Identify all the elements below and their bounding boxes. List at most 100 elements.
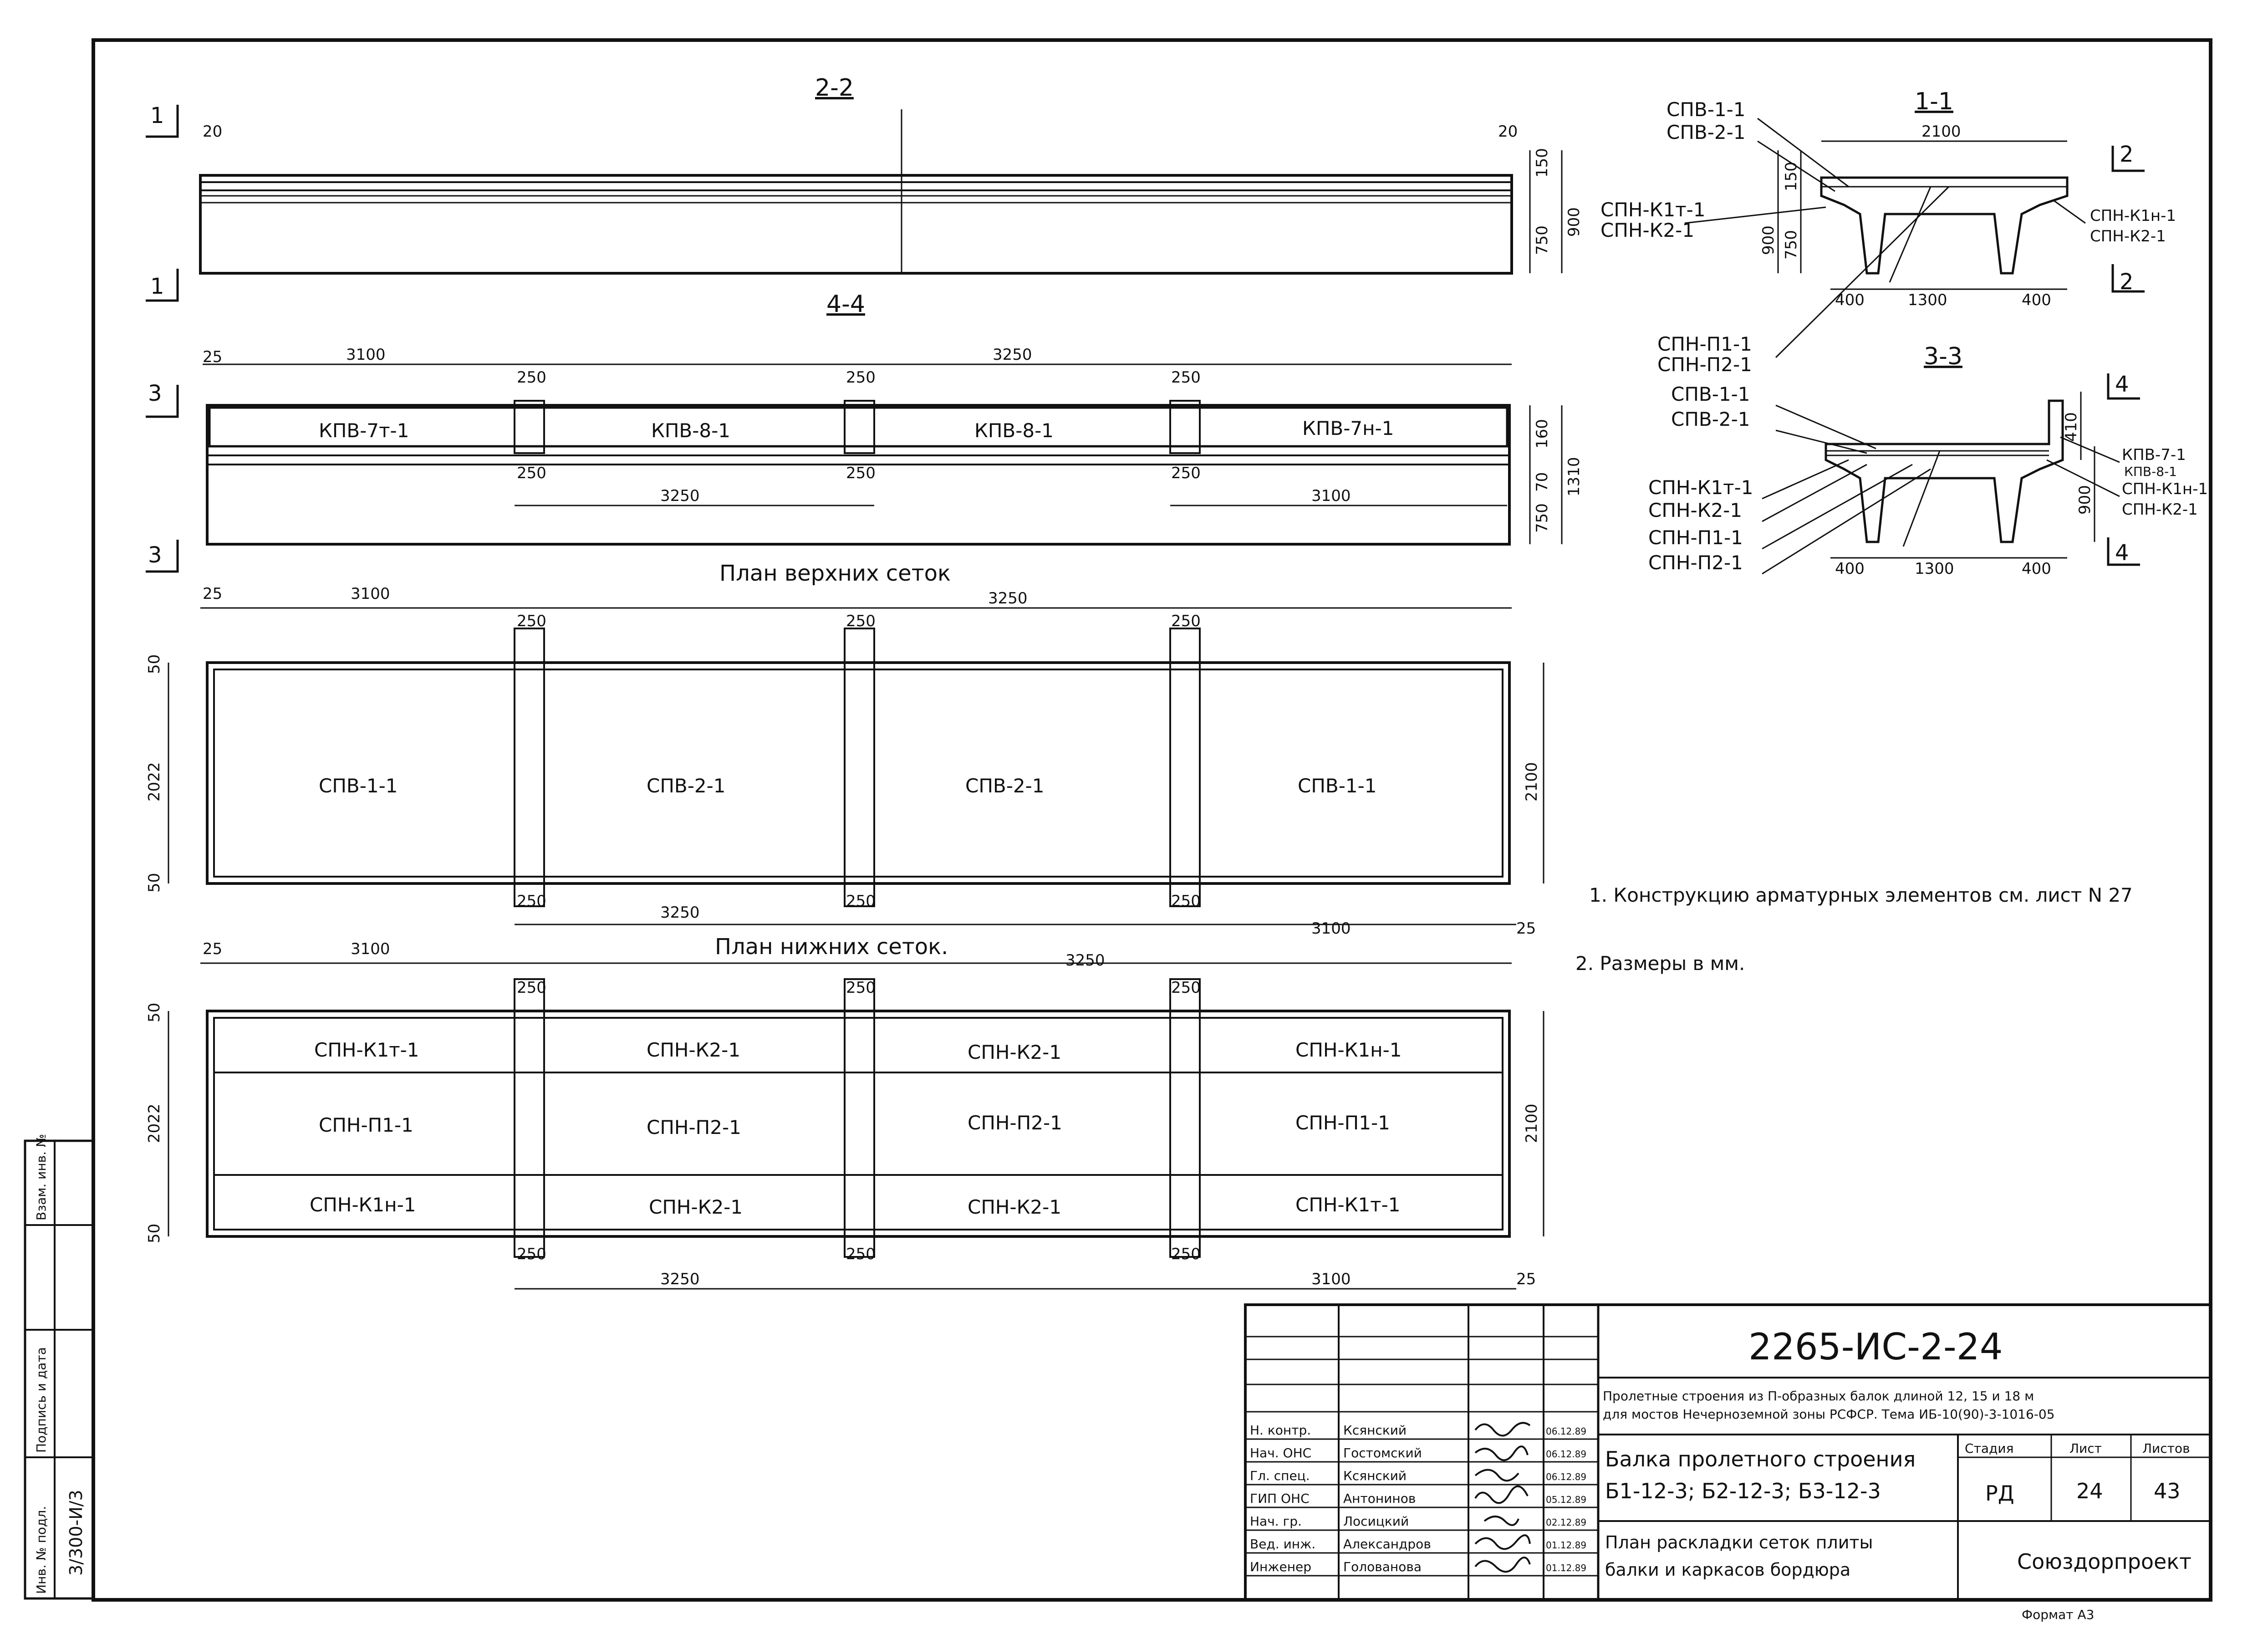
lo-dim-2100: 2100: [1523, 1103, 1541, 1143]
dim-250-top-c: 250: [1171, 368, 1201, 387]
up-dim-25: 25: [203, 585, 222, 603]
up-250-b: 250: [846, 612, 876, 630]
lo-250-b: 250: [846, 979, 876, 997]
section-1-1-title: 1-1: [1915, 88, 1953, 115]
format-label: Формат А3: [2022, 1607, 2094, 1622]
mesh-r1c4: СПН-К1н-1: [1295, 1039, 1402, 1061]
mesh-r1c2: СПН-К2-1: [647, 1039, 740, 1061]
dim-3250-top: 3250: [993, 346, 1032, 364]
section-3-3: 3-3 410 900 400 1300 400 СПН-П1-1 СПН-П2…: [1648, 186, 2208, 578]
name-5: Александров: [1343, 1537, 1431, 1552]
s33-label-spnk1n: СПН-К1н-1: [2122, 480, 2208, 498]
notes: 1. Конструкцию арматурных элементов см. …: [1575, 884, 2133, 975]
up-250-c: 250: [1171, 612, 1201, 630]
stage-value: РД: [1985, 1481, 2014, 1506]
name-0: Ксянский: [1343, 1423, 1407, 1438]
up-dim-2100: 2100: [1523, 762, 1541, 802]
lo-dim-50-bottom: 50: [145, 1224, 163, 1243]
signatures: [1474, 1422, 1531, 1573]
s33-label-spnp2-top: СПН-П2-1: [1657, 353, 1752, 376]
lo-dim-3100: 3100: [351, 940, 390, 958]
s33-dim-400-left: 400: [1835, 560, 1865, 578]
s11-label-spnk1n: СПН-К1н-1: [2090, 207, 2176, 225]
s33-mark-4-bottom: 4: [2115, 540, 2129, 566]
date-0: 06.12.89: [1546, 1426, 1586, 1437]
title-block: Н. контр. Ксянский 06.12.89 Нач. ОНС Гос…: [1244, 1303, 2212, 1601]
name-3: Антонинов: [1343, 1491, 1416, 1506]
lo-250-c: 250: [1171, 979, 1201, 997]
section-2-2-title: 2-2: [815, 74, 854, 102]
dim-20-right: 20: [1498, 123, 1518, 141]
dim-250-bot-a: 250: [517, 464, 546, 482]
dim-250-bot-b: 250: [846, 464, 876, 482]
side-inv-label: Инв. № подл.: [34, 1506, 49, 1594]
s33-mark-4-top: 4: [2115, 372, 2129, 397]
up-dim-50-bottom: 50: [145, 873, 163, 893]
lo-250-d: 250: [517, 1245, 546, 1263]
note-1: 1. Конструкцию арматурных элементов см. …: [1589, 884, 2133, 906]
date-5: 01.12.89: [1546, 1540, 1586, 1551]
lo-dim-3250-top: 3250: [1065, 951, 1105, 970]
side-inv-value: 3/300-И/3: [66, 1490, 86, 1576]
sheets-label: Листов: [2142, 1441, 2190, 1456]
mesh-r3c2: СПН-К2-1: [649, 1196, 743, 1218]
mesh-r3c3: СПН-К2-1: [968, 1196, 1061, 1218]
up-250-e: 250: [846, 892, 876, 910]
lo-250-f: 250: [1171, 1245, 1201, 1263]
org-name: Союздорпроект: [2017, 1549, 2192, 1574]
up-dim-25-bottom: 25: [1516, 919, 1536, 938]
date-1: 06.12.89: [1546, 1449, 1586, 1460]
lower-mesh-plan: План нижних сеток. 25 3100 3250 250 250 …: [145, 934, 1544, 1290]
cut-mark-3-bottom: 3: [148, 542, 162, 568]
project-line-1: Пролетные строения из П-образных балок д…: [1603, 1389, 2034, 1404]
s33-dim-1300: 1300: [1915, 560, 1954, 578]
s11-label-spnk1: СПН-К1т-1: [1600, 199, 1706, 221]
up-dim-50-top: 50: [145, 654, 163, 674]
dim-3250-bottom: 3250: [660, 487, 700, 505]
s11-label-spv2: СПВ-2-1: [1667, 121, 1745, 143]
mesh-r2c1: СПН-П1-1: [319, 1114, 413, 1136]
project-line-2: для мостов Нечерноземной зоны РСФСР. Тем…: [1603, 1407, 2055, 1422]
sheet-label: Лист: [2069, 1441, 2102, 1456]
date-6: 01.12.89: [1546, 1562, 1586, 1573]
cage-kpv7t: КПВ-7т-1: [319, 419, 409, 442]
lo-dim-25: 25: [203, 940, 222, 958]
stage-label: Стадия: [1965, 1441, 2013, 1456]
up-dim-3250-bottom: 3250: [660, 904, 700, 922]
side-sign-label: Подпись и дата: [34, 1347, 49, 1453]
dim-750-44: 750: [1533, 503, 1551, 533]
mesh-spv1-b: СПВ-1-1: [1298, 775, 1376, 797]
s33-dim-900: 900: [2076, 485, 2094, 515]
up-250-d: 250: [517, 892, 546, 910]
mesh-r2c4: СПН-П1-1: [1295, 1112, 1390, 1134]
name-6: Голованова: [1343, 1559, 1422, 1574]
up-dim-3250-top: 3250: [988, 589, 1028, 608]
up-dim-3100-bottom: 3100: [1311, 919, 1351, 938]
dim-3100-bottom: 3100: [1311, 487, 1351, 505]
s33-label-spv1: СПВ-1-1: [1671, 383, 1750, 405]
side-vzam-label: Взам. инв. №: [34, 1134, 49, 1220]
mesh-spv2-b: СПВ-2-1: [965, 775, 1044, 797]
s11-label-spnk2: СПН-К2-1: [1600, 219, 1694, 241]
s11-label-spv1: СПВ-1-1: [1667, 98, 1745, 121]
dim-70: 70: [1533, 472, 1551, 492]
s11-mark-2-top: 2: [2120, 142, 2134, 167]
name-4: Лосицкий: [1343, 1514, 1409, 1529]
date-2: 06.12.89: [1546, 1471, 1586, 1482]
drawing-title-2: Б1-12-3; Б2-12-3; Б3-12-3: [1605, 1479, 1881, 1503]
section-4-4-title: 4-4: [826, 291, 865, 318]
role-3: ГИП ОНС: [1250, 1491, 1310, 1506]
name-2: Ксянский: [1343, 1468, 1407, 1483]
up-dim-2022: 2022: [145, 762, 163, 802]
s11-dim-900: 900: [1759, 225, 1778, 255]
section-1-1: 1-1 2100 150 750 900 400 1300 400 СПВ-1-…: [1600, 88, 2176, 309]
cut-mark-1-bottom: 1: [150, 274, 164, 299]
date-4: 02.12.89: [1546, 1517, 1586, 1528]
lo-250-a: 250: [517, 979, 546, 997]
lower-plan-title: План нижних сеток.: [715, 934, 948, 960]
lo-dim-3250-bottom: 3250: [660, 1270, 700, 1288]
s11-dim-750: 750: [1782, 230, 1800, 260]
lo-dim-50-top: 50: [145, 1003, 163, 1022]
cut-mark-1-top: 1: [150, 103, 164, 128]
